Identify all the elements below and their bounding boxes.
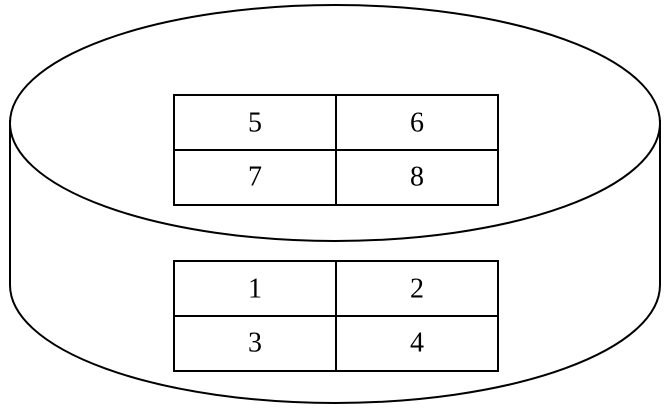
bottom-grid-label-3: 3	[248, 328, 262, 359]
top-grid-cell-4	[335, 149, 499, 206]
bottom-grid-cell-4	[335, 315, 499, 372]
top-grid-label-4: 8	[410, 162, 424, 193]
bottom-grid-cell-1	[173, 260, 337, 317]
top-grid-label-3: 7	[248, 162, 262, 193]
bottom-grid: 1 2 3 4	[173, 260, 499, 372]
top-grid-label-2: 6	[410, 108, 424, 139]
top-grid-label-1: 5	[248, 108, 262, 139]
top-grid-cell-2	[335, 94, 499, 151]
bottom-grid-label-4: 4	[410, 328, 424, 359]
top-grid-cell-3	[173, 149, 337, 206]
bottom-grid-label-1: 1	[248, 274, 262, 305]
cylinder-bottom-arc	[9, 284, 661, 404]
bottom-grid-label-2: 2	[410, 274, 424, 305]
top-grid: 5 6 7 8	[173, 94, 499, 206]
bottom-grid-cell-3	[173, 315, 337, 372]
